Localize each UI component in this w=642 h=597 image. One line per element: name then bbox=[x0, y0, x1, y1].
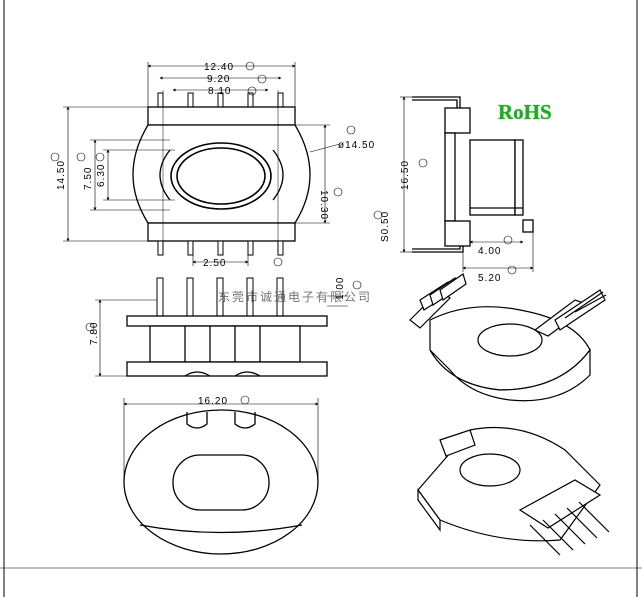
dim-height-outer: 14.50 bbox=[56, 160, 67, 190]
bottom-view-dimensions bbox=[123, 398, 319, 482]
dim-side-width: 5.20 bbox=[478, 273, 501, 284]
dim-side-total: 16.50 bbox=[400, 160, 411, 190]
callout-markers-front bbox=[85, 280, 362, 332]
dim-base-width: 16.20 bbox=[198, 396, 228, 407]
dim-top-width-inner: 8.10 bbox=[208, 86, 231, 97]
dim-top-width-mid: 9.20 bbox=[207, 74, 230, 85]
callout-markers-side bbox=[373, 158, 517, 275]
dim-pin-spacing: 2.50 bbox=[203, 258, 226, 269]
dim-height-inner: 6.30 bbox=[96, 164, 107, 187]
isometric-view-lower bbox=[417, 426, 610, 556]
company-watermark: 东莞市诚通电子有限公司 bbox=[218, 290, 373, 304]
rohs-badge: RoHS bbox=[498, 100, 552, 124]
callout-markers-top bbox=[50, 61, 356, 267]
side-view bbox=[412, 96, 534, 253]
side-view-dimensions bbox=[400, 96, 534, 272]
top-view-dimensions bbox=[63, 62, 341, 266]
dim-height-mid: 7.50 bbox=[83, 167, 94, 190]
dim-side-height: 10.30 bbox=[318, 190, 329, 220]
dim-side-depth: 4.00 bbox=[478, 246, 501, 257]
top-view-pins-lower bbox=[157, 240, 284, 256]
front-view-dimensions bbox=[95, 295, 348, 377]
top-view bbox=[132, 90, 311, 256]
bottom-view bbox=[123, 409, 319, 555]
callout-marker-base bbox=[240, 395, 250, 405]
dim-core-diameter: ø14.50 bbox=[338, 140, 375, 151]
dim-front-height: 7.80 bbox=[89, 322, 100, 345]
dim-top-width-outer: 12.40 bbox=[204, 62, 234, 73]
dim-side-pin: S0.50 bbox=[380, 211, 391, 242]
front-view bbox=[126, 277, 328, 377]
isometric-view-upper bbox=[409, 273, 607, 402]
dim-pin-thickness: 1.00 bbox=[335, 277, 346, 300]
